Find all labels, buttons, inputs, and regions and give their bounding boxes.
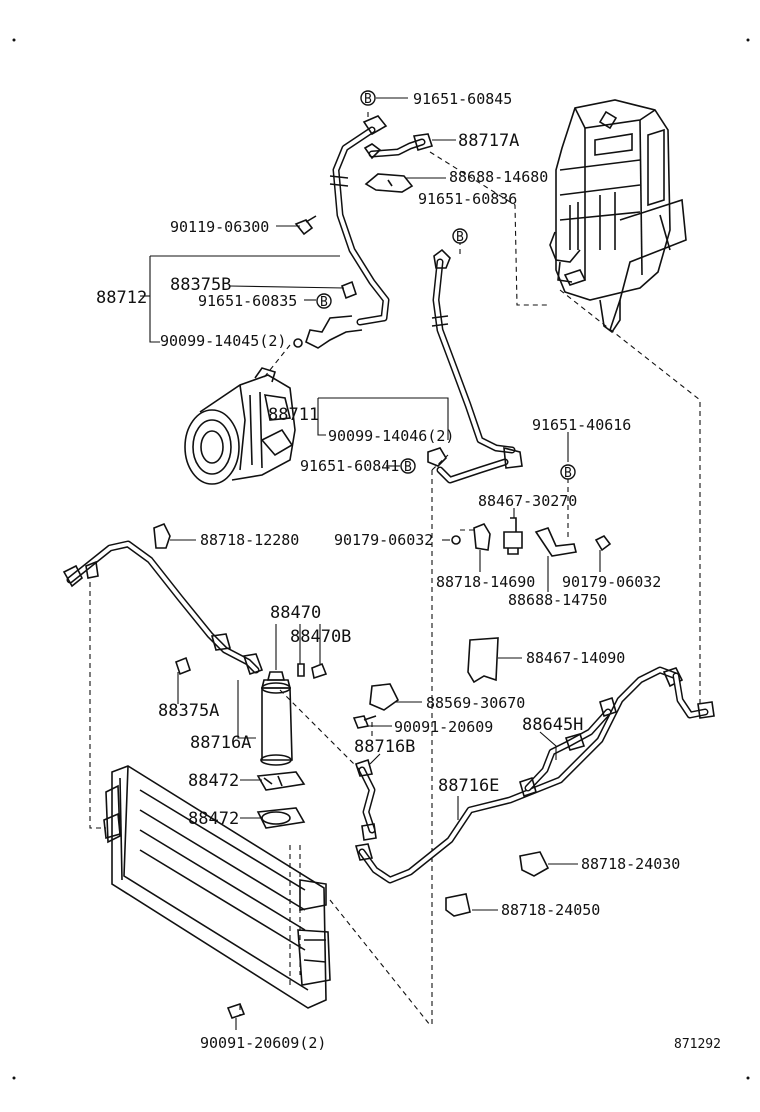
- evaporator-unit: [549, 99, 687, 334]
- label-88716E: 88716E: [438, 776, 499, 796]
- label-88718-24030: 88718-24030: [581, 855, 680, 873]
- label-88711: 88711: [268, 405, 319, 425]
- part-labels: 91651-60845 88717A 88688-14680 91651-608…: [96, 90, 721, 1052]
- label-88712: 88712: [96, 288, 147, 308]
- label-88718-24050: 88718-24050: [501, 901, 600, 919]
- label-88645H: 88645H: [522, 715, 583, 735]
- label-88717A: 88717A: [458, 131, 519, 151]
- assembly-dashed-lines: [89, 112, 701, 1026]
- pipe-88716B-88716E: [226, 637, 715, 1019]
- label-88470B: 88470B: [290, 627, 351, 647]
- label-90091-20609-2: 90091-20609(2): [200, 1034, 326, 1052]
- b-marker-icon: B: [560, 464, 576, 481]
- svg-text:B: B: [364, 92, 372, 107]
- label-88375B: 88375B: [170, 275, 231, 295]
- label-88472-a: 88472: [188, 771, 239, 791]
- b-marker-icon: B: [360, 90, 376, 107]
- label-91651-40616: 91651-40616: [532, 416, 631, 434]
- label-88375A: 88375A: [158, 701, 219, 721]
- compressor: [184, 367, 296, 485]
- label-88467-30270: 88467-30270: [478, 492, 577, 510]
- label-91651-60836: 91651-60836: [418, 190, 517, 208]
- label-91651-60845: 91651-60845: [413, 90, 512, 108]
- condenser: [103, 765, 331, 1009]
- label-90099-14046: 90099-14046(2): [328, 427, 454, 445]
- receiver-drier: [256, 662, 328, 829]
- b-marker-icon: B: [452, 228, 468, 245]
- label-88472-b: 88472: [188, 809, 239, 829]
- label-88718-12280: 88718-12280: [200, 531, 299, 549]
- svg-text:B: B: [564, 466, 572, 481]
- label-90091-20609: 90091-20609: [394, 718, 493, 736]
- hoses-top: [305, 115, 523, 484]
- label-88688-14680: 88688-14680: [449, 168, 548, 186]
- label-91651-60835: 91651-60835: [198, 292, 297, 310]
- label-88688-14750: 88688-14750: [508, 591, 607, 609]
- svg-text:B: B: [320, 295, 328, 310]
- label-90099-14045: 90099-14045(2): [160, 332, 286, 350]
- figure-code: 871292: [674, 1037, 721, 1052]
- middle-small-parts: [153, 517, 612, 557]
- svg-text:B: B: [456, 230, 464, 245]
- label-88569-30670: 88569-30670: [426, 694, 525, 712]
- label-90179-06032-a: 90179-06032: [334, 531, 433, 549]
- leader-lines: [140, 97, 601, 1030]
- label-88470: 88470: [270, 603, 321, 623]
- label-90119-06300: 90119-06300: [170, 218, 269, 236]
- label-88718-14690: 88718-14690: [436, 573, 535, 591]
- label-88716A: 88716A: [190, 733, 251, 753]
- label-88467-14090: 88467-14090: [526, 649, 625, 667]
- label-91651-60841: 91651-60841: [300, 457, 399, 475]
- svg-text:B: B: [404, 460, 412, 475]
- label-90179-06032-b: 90179-06032: [562, 573, 661, 591]
- small-hardware-top: [293, 215, 357, 348]
- pipe-88716A: [62, 540, 264, 676]
- marker-b-group: B B B B B: [316, 90, 576, 481]
- corner-marks: [12, 38, 750, 1080]
- b-marker-icon: B: [400, 458, 416, 475]
- label-88716B: 88716B: [354, 737, 415, 757]
- b-marker-icon: B: [316, 293, 332, 310]
